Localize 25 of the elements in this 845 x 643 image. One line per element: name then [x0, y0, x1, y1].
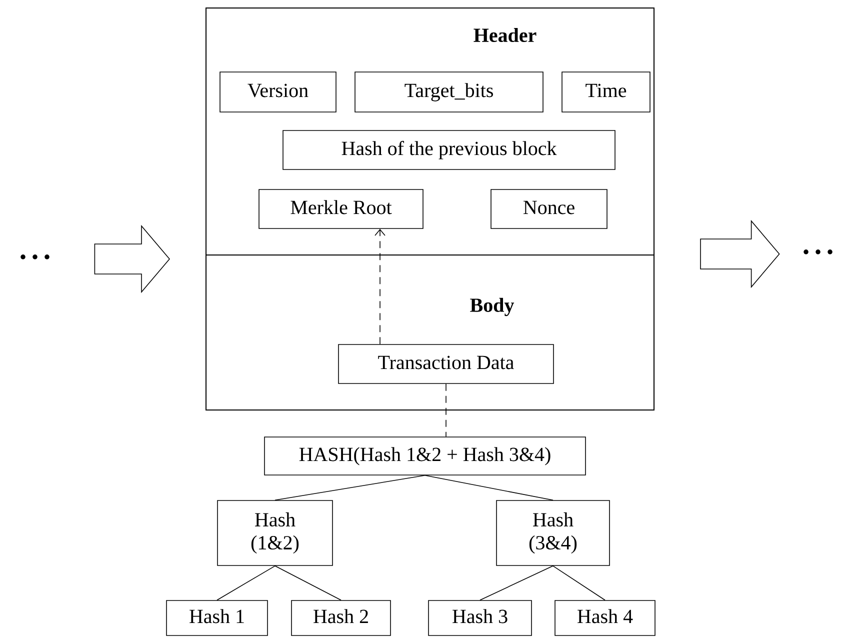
hash-box: Hash (3&4) — [496, 500, 610, 566]
hash-box: HASH(Hash 1&2 + Hash 3&4) — [264, 436, 586, 476]
arrow — [374, 228, 386, 344]
connector-line — [424, 475, 554, 500]
ellipsis: • • • — [804, 250, 832, 254]
connector-line — [552, 566, 606, 600]
block-arrow — [94, 224, 170, 294]
field-box: Time — [562, 72, 650, 112]
field-box: Hash of the previous block — [282, 130, 616, 170]
block-arrow — [700, 220, 780, 288]
field-box: Version — [220, 72, 336, 112]
field-box: Transaction Data — [338, 344, 554, 384]
hash-box: Hash 1 — [166, 600, 268, 636]
hash-box: Hash (1&2) — [217, 500, 333, 566]
hash-box: Hash 4 — [554, 600, 656, 636]
connector-line — [480, 566, 554, 600]
connector-line — [274, 566, 342, 600]
connector-line — [274, 475, 426, 500]
field-box: Merkle Root — [258, 189, 424, 229]
field-box: Target_bits — [354, 72, 544, 112]
ellipsis: • • • — [20, 254, 50, 260]
hash-box: Hash 2 — [291, 600, 391, 636]
hash-box: Hash 3 — [428, 600, 532, 636]
field-box: Nonce — [490, 189, 608, 229]
connector-line — [216, 566, 276, 600]
